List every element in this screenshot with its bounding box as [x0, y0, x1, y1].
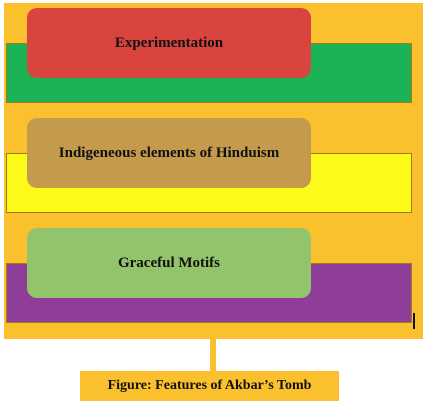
feature-box-graceful-motifs: Graceful Motifs: [27, 228, 311, 298]
caption-text: Figure: Features of Akbar’s Tomb: [107, 378, 312, 393]
text-cursor-mark: [413, 313, 415, 329]
caption-connector: [210, 339, 216, 373]
figure-caption: Figure: Features of Akbar’s Tomb: [80, 371, 339, 401]
feature-label: Graceful Motifs: [117, 254, 221, 271]
feature-label: Indigeneous elements of Hinduism: [58, 144, 280, 161]
feature-label: Experimentation: [114, 34, 224, 51]
feature-box-experimentation: Experimentation: [27, 8, 311, 78]
feature-box-hinduism-elements: Indigeneous elements of Hinduism: [27, 118, 311, 188]
